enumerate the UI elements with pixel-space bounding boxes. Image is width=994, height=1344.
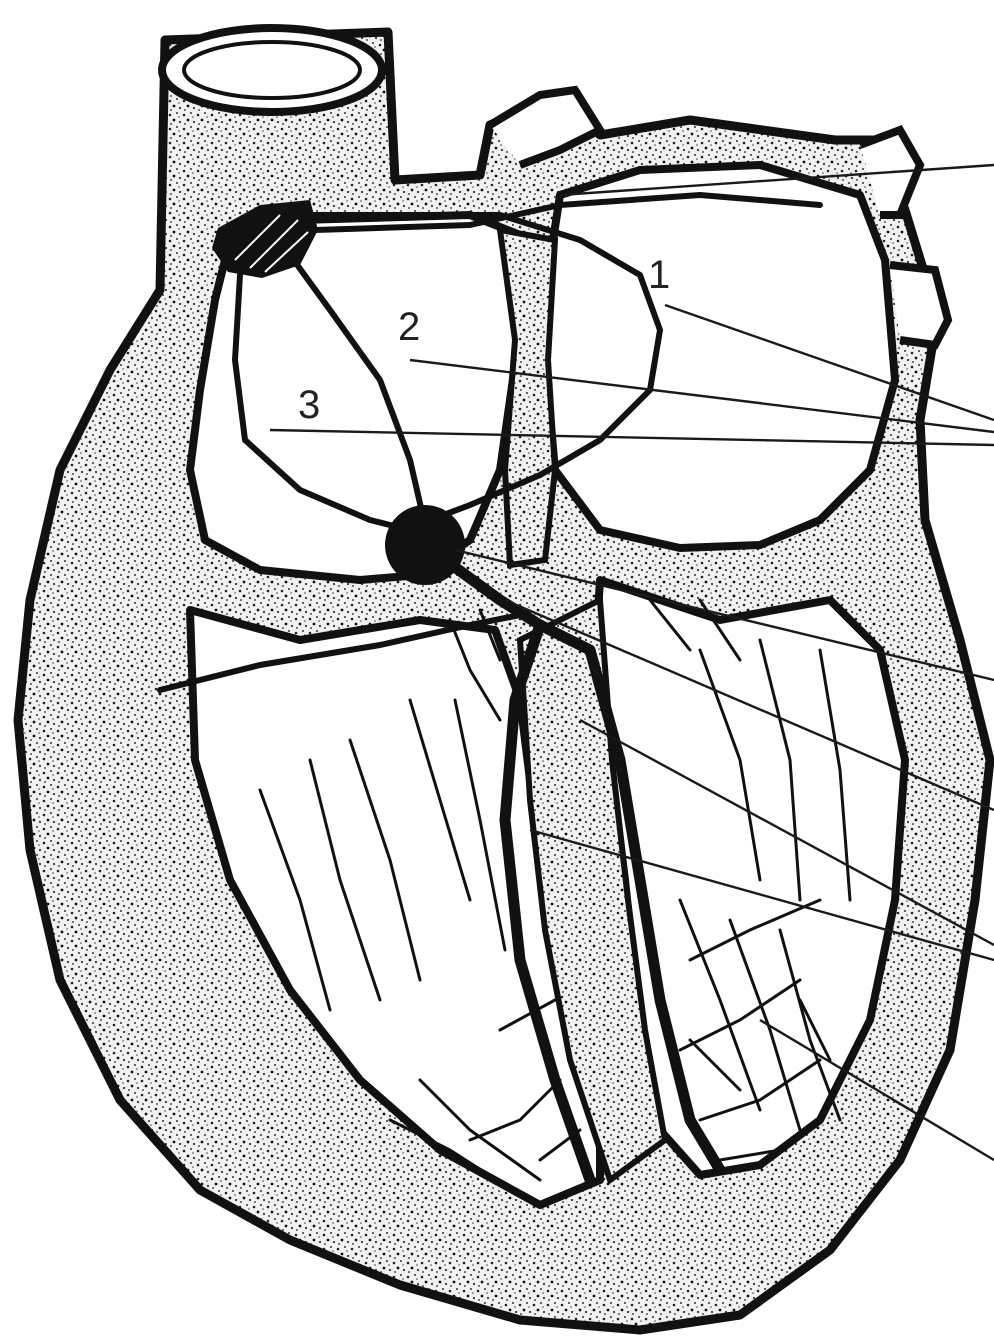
vena-cava-lumen bbox=[184, 42, 360, 98]
left-atrium bbox=[545, 165, 895, 548]
atrioventricular-node bbox=[385, 505, 465, 585]
label-internodal-1: 1 bbox=[648, 253, 670, 297]
interatrial-septum bbox=[500, 230, 555, 565]
label-internodal-2: 2 bbox=[398, 305, 420, 349]
label-internodal-3: 3 bbox=[298, 383, 320, 427]
